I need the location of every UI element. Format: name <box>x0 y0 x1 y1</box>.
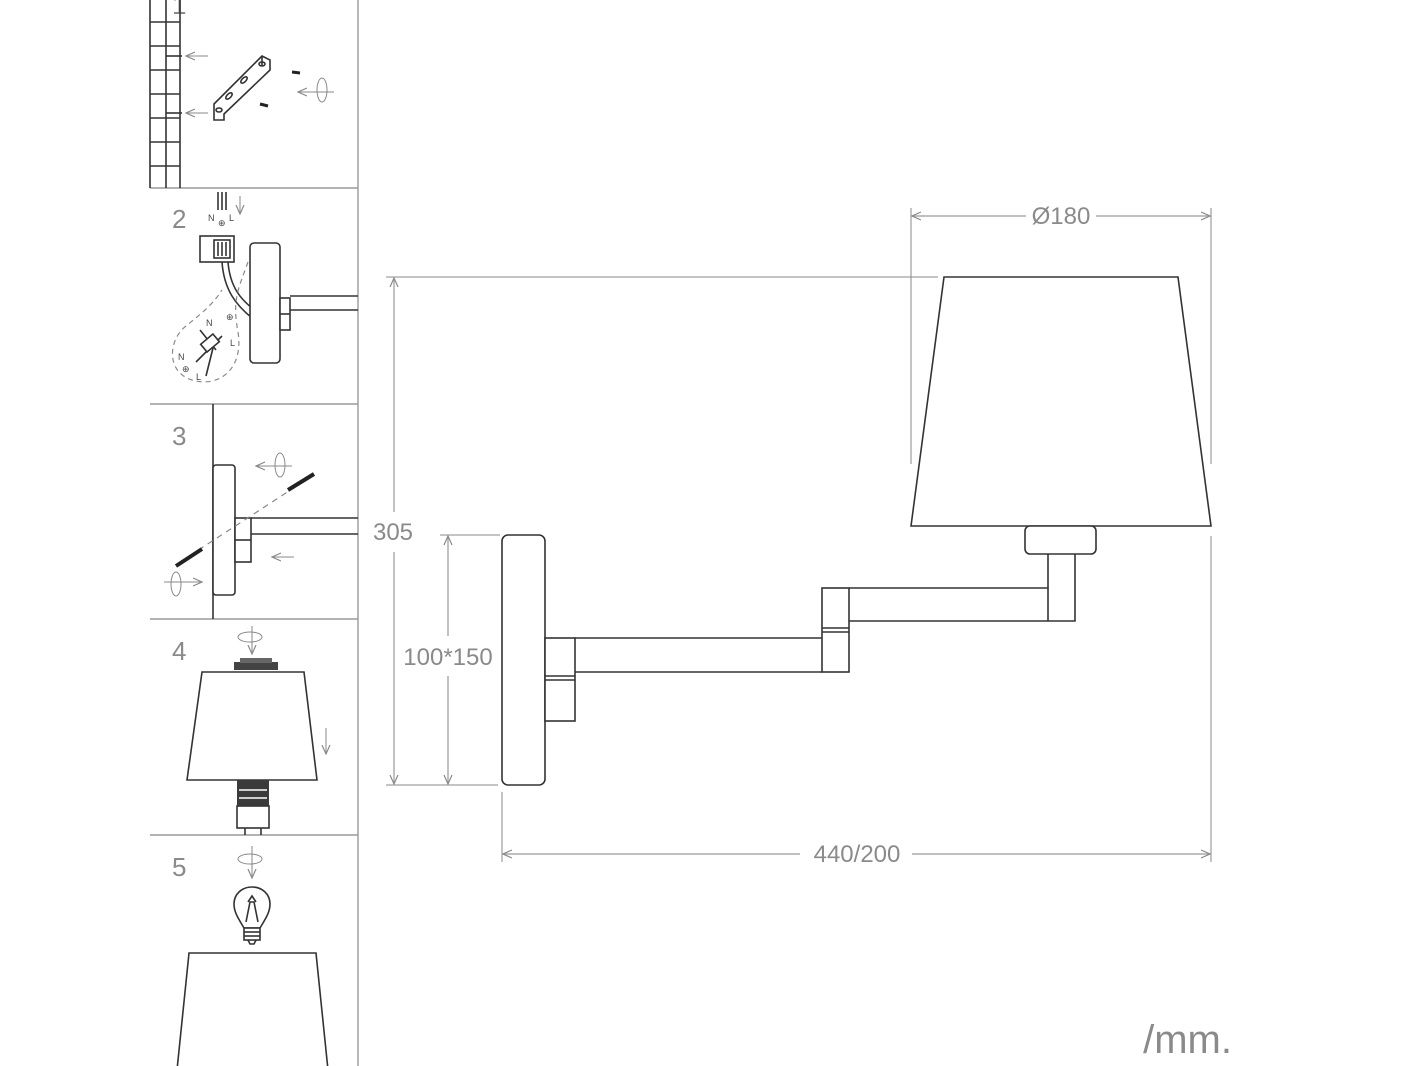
upper-arm <box>849 554 1076 622</box>
shade-ring-icon <box>234 658 278 670</box>
wall-plate-icon <box>249 242 358 364</box>
step-number: 5 <box>172 852 186 882</box>
rotate-arrow-icon <box>237 846 263 878</box>
live-label: L <box>196 372 201 382</box>
mounting-bracket-icon <box>213 55 271 121</box>
height-label: 305 <box>373 519 413 546</box>
earth-label: ⊕ <box>218 218 226 228</box>
wall-plug-icon <box>166 55 182 114</box>
wall-mount-plate <box>501 534 576 786</box>
step-3-panel: 3 <box>164 404 358 619</box>
neutral-label: N <box>206 318 213 328</box>
light-bulb-icon <box>233 886 271 945</box>
lamp-holder <box>1024 525 1097 555</box>
earth-label: ⊕ <box>182 364 190 374</box>
rotate-arrow-icon <box>298 77 334 103</box>
instruction-strip <box>150 0 359 1066</box>
step-number: 3 <box>172 421 186 451</box>
neutral-label: N <box>208 213 215 223</box>
supply-cable-icon <box>217 192 227 210</box>
neutral-label: N <box>178 352 185 362</box>
step-number: 4 <box>172 636 186 666</box>
terminal-block-icon <box>199 235 253 319</box>
dimension-lines: Ø180 305 100*150 440/200 <box>373 203 1212 868</box>
lampshade-icon <box>186 671 318 781</box>
projection-label: 440/200 <box>814 841 901 868</box>
step-number: 2 <box>172 204 186 234</box>
step-4-panel: 4 <box>172 626 326 835</box>
step-5-panel: 5 <box>172 846 329 1066</box>
elbow-joint <box>821 587 850 673</box>
earth-label: ⊕ <box>226 312 234 322</box>
shade-diameter-label: Ø180 <box>1032 203 1091 230</box>
lamp-drawing <box>501 276 1212 786</box>
rotate-arrow-icon <box>164 452 292 597</box>
live-label: L <box>229 213 234 223</box>
brick-wall-icon <box>149 0 181 188</box>
lampshade <box>910 276 1212 527</box>
live-label: L <box>230 338 235 348</box>
step-1-panel: 1 <box>149 0 334 188</box>
wall-plate-icon <box>212 464 358 596</box>
screw-icon <box>174 472 316 568</box>
connection-detail-icon: N ⊕ L N ⊕ L <box>171 261 249 383</box>
units-label: /mm. <box>1143 1018 1232 1062</box>
lamp-holder-icon <box>236 780 270 835</box>
step-2-panel: 2 N ⊕ L <box>171 192 358 383</box>
rotate-arrow-icon <box>237 626 263 654</box>
screw-icon <box>259 70 301 108</box>
lampshade-icon <box>176 952 329 1066</box>
lower-arm <box>575 637 822 673</box>
base-plate-label: 100*150 <box>403 644 492 671</box>
